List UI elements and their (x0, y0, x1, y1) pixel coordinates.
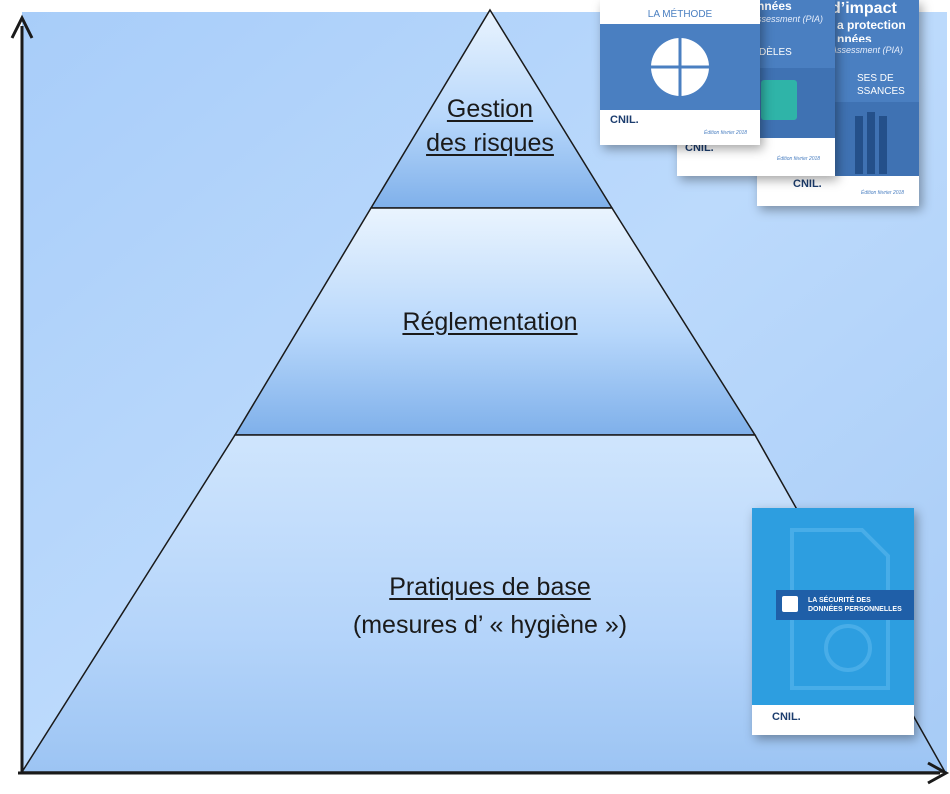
book-bases-title-1: d’impact (831, 0, 897, 17)
book-securite-footer: CNIL. (752, 705, 914, 735)
tier-bottom-label: Pratiques de base (mesures d’ « hygiène … (280, 570, 700, 642)
book-methode-edition: Édition février 2018 (704, 130, 748, 136)
book-securite-title-band: LA SÉCURITÉ DES DONNÉES PERSONNELLES (776, 590, 914, 620)
person-lock-icon (782, 596, 798, 612)
book-bases-band-1: SES DE (857, 73, 894, 84)
book-securite-title-1: LA SÉCURITÉ DES (808, 597, 871, 604)
tier-top-line2: des risques (426, 129, 554, 157)
book-securite-title: LA SÉCURITÉ DES DONNÉES PERSONNELLES (808, 596, 902, 614)
book-methode-body (600, 24, 760, 110)
book-bases-edition: Édition février 2018 (861, 190, 905, 196)
book-securite-title-2: DONNÉES PERSONNELLES (808, 606, 902, 613)
book-modeles-edition: Édition février 2018 (777, 156, 821, 162)
document-watermark-icon (790, 528, 890, 690)
tier-top-label: Gestion des risques (400, 92, 580, 160)
methode-circle-icon (651, 38, 709, 96)
y-axis-arrow-icon (10, 14, 34, 39)
book-cover-methode: LA MÉTHODE CNIL. Édition février 2018 (600, 0, 760, 145)
book-securite-logo: CNIL. (772, 711, 801, 723)
book-cover-securite: LA SÉCURITÉ DES DONNÉES PERSONNELLES CNI… (752, 508, 914, 735)
x-axis-arrow-icon (927, 761, 950, 785)
toolbox-icon (761, 80, 797, 120)
book-methode-footer: CNIL. Édition février 2018 (600, 110, 760, 145)
book-bases-spine-icon (879, 116, 887, 174)
tier-middle-label: Réglementation (402, 308, 578, 336)
book-modeles-logo: CNIL. (685, 142, 714, 154)
book-methode-band: LA MÉTHODE (600, 6, 760, 24)
book-bases-title-2: a protection (837, 18, 906, 32)
book-bases-spine-icon (855, 116, 863, 174)
tier-bottom-line1: Pratiques de base (389, 573, 591, 601)
book-bases-logo: CNIL. (793, 178, 822, 190)
book-bases-band-2: SSANCES (857, 86, 905, 97)
book-bases-spine-icon (867, 112, 875, 174)
book-methode-logo: CNIL. (610, 114, 639, 126)
book-bases-footer: CNIL. Édition février 2018 (757, 176, 919, 206)
tier-bottom-line2: (mesures d’ « hygiène ») (352, 611, 628, 639)
tier-top-line1: Gestion (446, 95, 534, 123)
